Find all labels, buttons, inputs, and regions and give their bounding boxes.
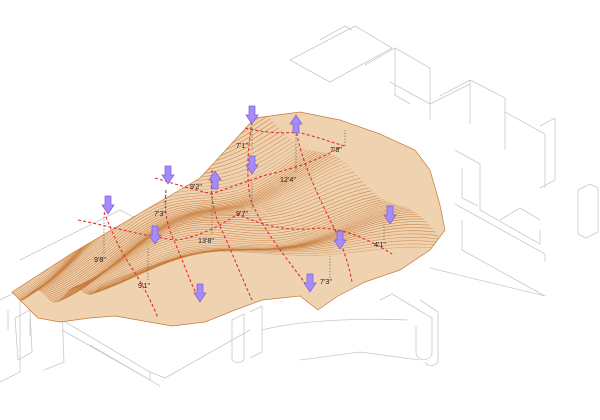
contour-line [50, 158, 341, 302]
contour-line [69, 199, 384, 290]
arrow-down-shape [148, 225, 162, 245]
contour-line [38, 150, 314, 291]
contour-line [42, 152, 323, 294]
contour-line [80, 207, 407, 291]
arrow-down-icon [161, 165, 175, 185]
contour-line [97, 240, 445, 289]
arrow-down-icon [245, 105, 259, 125]
arrow-down-icon [193, 283, 207, 303]
height-label-11: 7'3" [320, 277, 332, 286]
contour-line [72, 202, 390, 289]
height-label-6: 9'7" [236, 209, 248, 218]
arrow-down-icon [148, 225, 162, 245]
height-label-4: 12'4" [280, 175, 296, 184]
contour-line [73, 203, 393, 288]
contour-line [94, 233, 439, 292]
ridge-line-7 [164, 189, 201, 301]
contour-line [47, 155, 335, 299]
arrow-down-icon [333, 230, 347, 250]
contour-line [99, 246, 445, 286]
arrow-down-shape [383, 205, 397, 225]
height-label-1: 7'1" [236, 141, 248, 150]
ridge-lines [77, 121, 393, 319]
arrow-down-icon [245, 155, 259, 175]
ridge-line-1 [77, 213, 393, 255]
contour-line [41, 151, 320, 293]
ridge-line-6 [210, 169, 253, 301]
arrow-down-icon [383, 205, 397, 225]
contour-line [98, 243, 445, 287]
ridge-line-4 [295, 127, 353, 283]
surface-edge [11, 111, 446, 327]
arrow-down-shape [245, 155, 259, 175]
arrow-down-shape [161, 165, 175, 185]
height-label-9: 4'1" [374, 240, 386, 249]
arrow-down-shape [333, 230, 347, 250]
contour-line [39, 151, 317, 292]
height-label-10: 9'1" [138, 281, 150, 290]
contour-line [46, 154, 332, 298]
contour-line [77, 205, 401, 289]
arrow-up-shape [289, 114, 303, 134]
arrow-down-shape [245, 105, 259, 125]
contour-line [65, 193, 375, 294]
dimension-leaders [103, 128, 385, 280]
contour-line [71, 200, 387, 289]
ridge-line-8 [103, 211, 159, 319]
contour-line [35, 149, 309, 291]
arrow-down-shape [193, 283, 207, 303]
contour-line [67, 195, 378, 292]
arrow-down-icon [101, 195, 115, 215]
height-label-7: 13'8" [198, 236, 214, 245]
ridge-line-2 [154, 145, 343, 195]
arrow-down-icon [303, 273, 317, 293]
contour-line [79, 206, 404, 290]
contour-line [81, 208, 410, 292]
arrow-down-shape [101, 195, 115, 215]
contour-line [34, 148, 306, 291]
height-label-5: 7'3" [154, 209, 166, 218]
ridge-line-5 [247, 121, 311, 291]
contour-line [43, 152, 326, 295]
arrow-up-icon [289, 114, 303, 134]
height-label-8: 9'8" [94, 255, 106, 264]
canopy-surface [11, 111, 446, 327]
contour-line [37, 150, 312, 291]
height-label-2: 7'8" [330, 145, 342, 154]
contour-line [49, 156, 338, 300]
load-arrows [101, 105, 397, 303]
arrow-up-shape [208, 170, 222, 190]
contour-line [93, 230, 436, 293]
arrow-up-icon [208, 170, 222, 190]
contour-line [45, 153, 329, 296]
contour-line [75, 204, 395, 288]
height-label-3: 9'2" [190, 182, 202, 191]
arrow-down-shape [303, 273, 317, 293]
dimension-labels: 7'1" 7'8" 9'2" 12'4" 7'3" 9'7" 13'8" 9'8… [94, 141, 386, 290]
